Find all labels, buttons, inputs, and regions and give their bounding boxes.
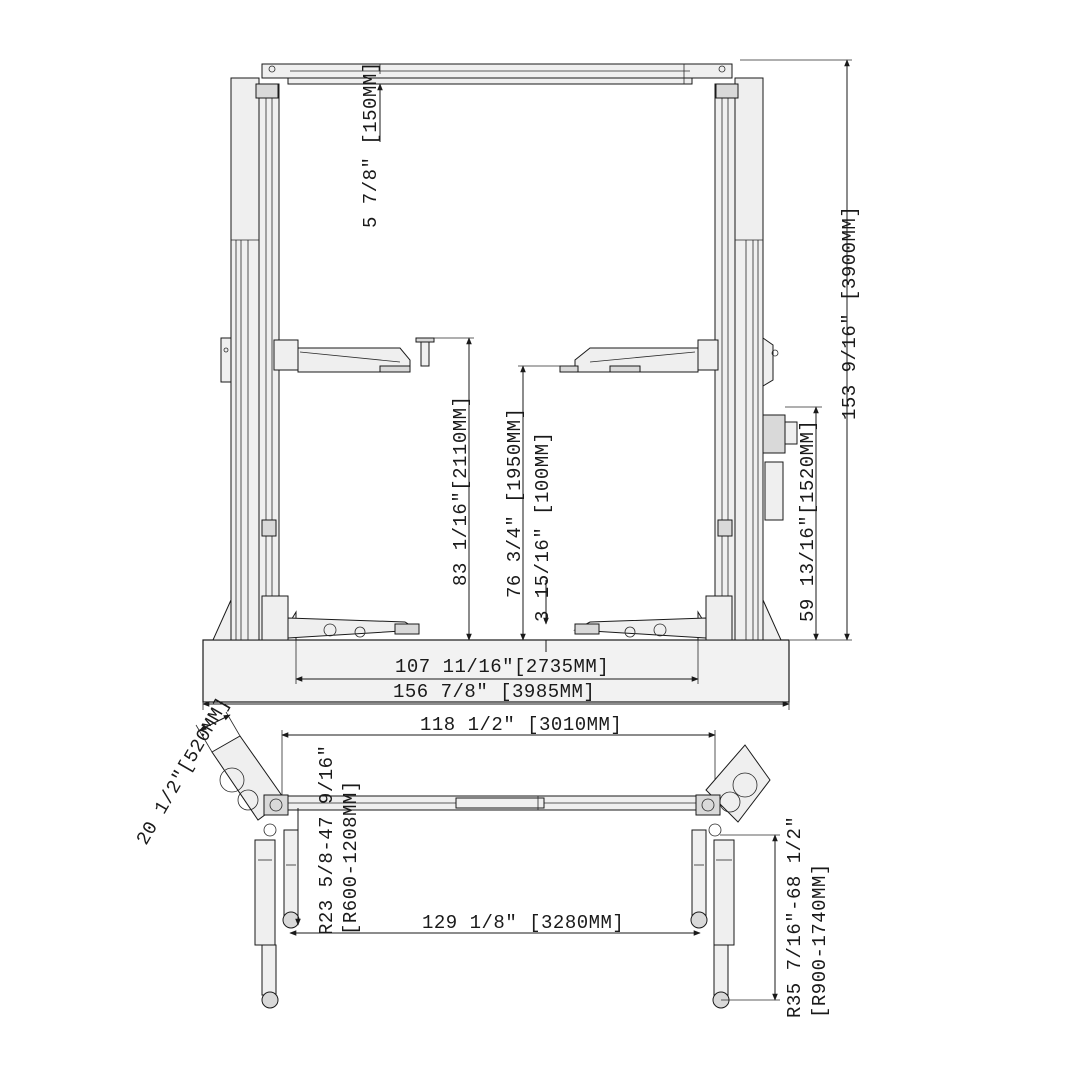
short-arm-range-dimension: R23 5/8-47 9/16" [R600-1208MM] <box>295 745 362 935</box>
drive-through-label: 107 11/16"[2735MM] <box>395 656 609 678</box>
top-view: 118 1/2" [3010MM] <box>132 694 831 1018</box>
long-arm-range-label: R35 7/16"-68 1/2" <box>784 816 806 1018</box>
plan-column-left <box>211 735 289 837</box>
power-unit-height-dimension: 59 13/16"[1520MM] <box>785 406 822 641</box>
base-width-dimension: 129 1/8" [3280MM] <box>289 912 701 936</box>
min-pad-height-dimension: 3 15/16" [100MM] <box>532 432 554 652</box>
column-width-label: 20 1/2"[520MM] <box>132 694 234 849</box>
front-view: 153 9/16" [3900MM] 5 7/8" [150MM] 83 1/1… <box>202 59 861 710</box>
lift-height-dimension: 76 3/4" [1950MM] <box>504 365 570 641</box>
base-width-label: 129 1/8" [3280MM] <box>422 912 624 934</box>
top-clearance-label: 5 7/8" [150MM] <box>360 61 382 228</box>
overall-width-label: 156 7/8" [3985MM] <box>393 681 595 703</box>
right-column <box>697 77 782 641</box>
overall-width-dimension: 156 7/8" [3985MM] <box>202 681 790 710</box>
max-lift-height-label: 83 1/16"[2110MM] <box>450 396 472 586</box>
drive-through-dimension: 107 11/16"[2735MM] <box>295 640 699 684</box>
raised-arm-right <box>559 339 719 373</box>
lowered-arm-right <box>573 595 733 641</box>
raised-arm-left <box>273 337 435 373</box>
short-arm-range-label: R23 5/8-47 9/16" <box>316 745 338 935</box>
inside-columns-label: 118 1/2" [3010MM] <box>420 714 622 736</box>
lowered-arm-left <box>261 595 420 641</box>
long-arm-range-mm-label: [R900-1740MM] <box>809 863 831 1018</box>
overall-height-label: 153 9/16" [3900MM] <box>839 206 861 420</box>
plan-arms-right <box>690 829 735 1009</box>
plan-column-right <box>695 744 771 837</box>
top-clearance-dimension: 5 7/8" [150MM] <box>360 61 383 228</box>
min-pad-height-label: 3 15/16" [100MM] <box>532 432 554 622</box>
short-arm-range-mm-label: [R600-1208MM] <box>340 780 362 935</box>
plan-arms-left <box>254 829 300 1009</box>
lift-height-label: 76 3/4" [1950MM] <box>504 408 526 598</box>
max-lift-height-dimension: 83 1/16"[2110MM] <box>434 337 474 641</box>
power-unit <box>762 414 798 521</box>
power-unit-height-label: 59 13/16"[1520MM] <box>797 420 819 622</box>
overall-height-dimension: 153 9/16" [3900MM] <box>740 59 861 641</box>
floor-slab <box>202 639 790 703</box>
long-arm-range-dimension: R35 7/16"-68 1/2" [R900-1740MM] <box>720 816 831 1018</box>
top-crossbeam <box>261 63 733 85</box>
